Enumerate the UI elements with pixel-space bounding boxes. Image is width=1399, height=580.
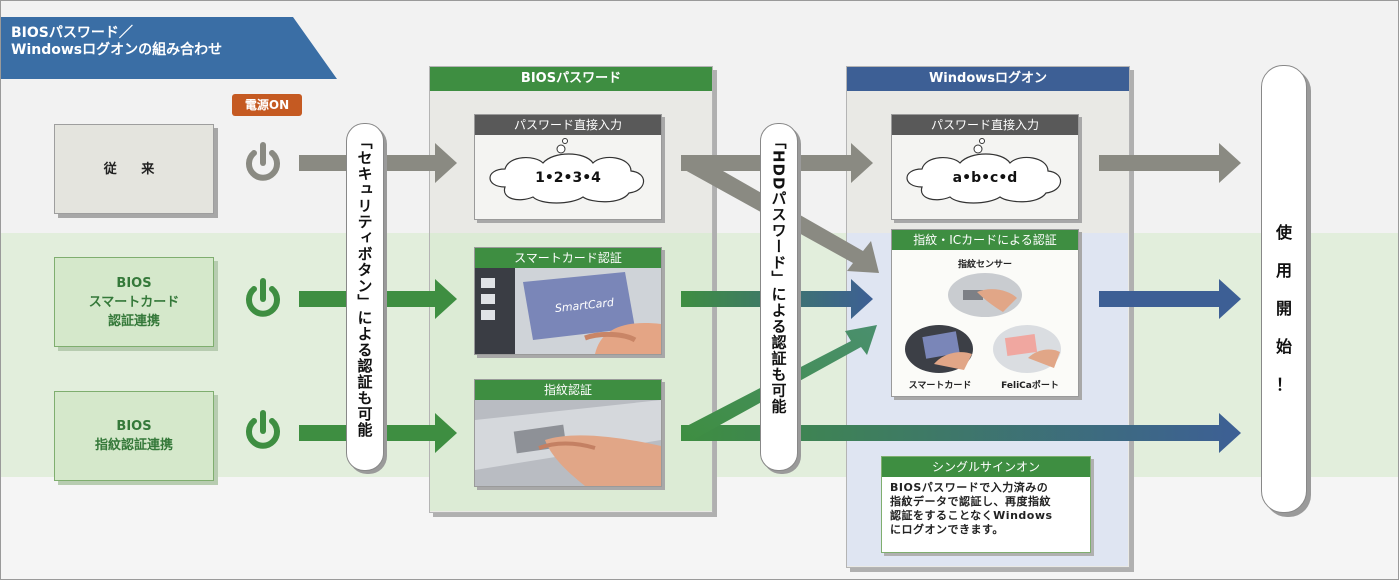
- diagram-title: BIOSパスワード／ Windowsログオンの組み合わせ: [11, 25, 222, 59]
- power-icon: [246, 278, 280, 317]
- start-usage-pill: 使 用 開 始 ！: [1261, 65, 1307, 513]
- security-button-note: 「セキュリティボタン」による認証も可能: [346, 123, 384, 471]
- start-usage-char: 使: [1275, 223, 1292, 242]
- fingerprint-sensor-photo: [948, 273, 1022, 317]
- bios-fingerprint-label: 指紋認証: [475, 380, 661, 400]
- windows-direct-password-label: パスワード直接入力: [892, 115, 1078, 135]
- windows-direct-password-card: パスワード直接入力 a•b•c•d: [891, 114, 1079, 220]
- title-line-1: BIOSパスワード／: [11, 25, 133, 41]
- felica-caption: FeliCaポート: [1001, 381, 1059, 391]
- row-bios-smartcard: BIOS スマートカード 認証連携: [54, 257, 214, 347]
- single-sign-on-line: にログオンできます。: [890, 523, 1004, 536]
- svg-text:SmartCard: SmartCard: [554, 296, 615, 315]
- single-sign-on-line: 認証をすることなくWindows: [890, 509, 1053, 522]
- hdd-password-note: 「HDDパスワード」による認証も可能: [760, 123, 798, 471]
- row-traditional-label: 従 来: [103, 161, 165, 177]
- bios-smartcard-label: スマートカード認証: [475, 248, 661, 268]
- smartcard-caption: スマートカード: [908, 381, 972, 391]
- title-line-2: Windowsログオンの組み合わせ: [11, 42, 223, 58]
- single-sign-on-box: シングルサインオン BIOSパスワードで入力済みの 指紋データで認証し、再度指紋…: [881, 456, 1091, 553]
- bios-smartcard-card: スマートカード認証 SmartCard: [474, 247, 662, 355]
- row-smartcard-line-2: スマートカード: [88, 294, 180, 310]
- single-sign-on-header: シングルサインオン: [882, 457, 1090, 477]
- hdd-password-note-text: 「HDDパスワード」による認証も可能: [769, 134, 788, 415]
- start-usage-char: 始: [1275, 337, 1292, 356]
- bios-direct-password-label: パスワード直接入力: [475, 115, 661, 135]
- power-icon: [246, 142, 280, 181]
- bios-fingerprint-card: 指紋認証: [474, 379, 662, 487]
- windows-password-example: a•b•c•d: [952, 170, 1018, 186]
- windows-panel-header: Windowsログオン: [847, 67, 1129, 91]
- arrow-windows-auth-to-start: [1099, 279, 1241, 319]
- single-sign-on-line: BIOSパスワードで入力済みの: [890, 481, 1049, 494]
- row-smartcard-line-3: 認証連携: [107, 313, 160, 329]
- start-usage-char: 開: [1275, 299, 1292, 318]
- smartcard-photo: SmartCard: [475, 268, 661, 354]
- windows-biometric-auth-card: 指紋・ICカードによる認証 指紋センサー スマートカード FeliCaポート: [891, 229, 1079, 397]
- security-button-note-text: 「セキュリティボタン」による認証も可能: [355, 134, 374, 438]
- arrow-windows-password-to-start: [1099, 143, 1241, 183]
- row-smartcard-line-1: BIOS: [116, 275, 152, 291]
- bios-direct-password-card: パスワード直接入力 1•2•3•4: [474, 114, 662, 220]
- thought-cloud-icon: [489, 138, 645, 204]
- fingerprint-sensor-photo: [475, 400, 661, 486]
- power-on-badge: 電源ON: [232, 94, 302, 116]
- thought-cloud-icon: [906, 138, 1062, 204]
- bios-panel-header: BIOSパスワード: [430, 67, 712, 91]
- arrow-bios-fingerprint-to-start: [681, 413, 1241, 453]
- bios-password-example: 1•2•3•4: [535, 170, 601, 186]
- row-traditional: 従 来: [54, 124, 214, 214]
- row-fingerprint-line-1: BIOS: [116, 419, 152, 434]
- felica-port-photo: [993, 325, 1061, 373]
- row-fingerprint-line-2: 指紋認証連携: [94, 438, 173, 453]
- start-usage-char: 用: [1275, 261, 1292, 280]
- smartcard-reader-photo: [905, 325, 973, 373]
- fingerprint-sensor-label: 指紋センサー: [957, 260, 1012, 270]
- row-bios-fingerprint: BIOS 指紋認証連携: [54, 391, 214, 481]
- start-usage-char: ！: [1275, 375, 1292, 394]
- single-sign-on-line: 指紋データで認証し、再度指紋: [890, 495, 1051, 508]
- title-tab: [1, 17, 337, 79]
- windows-biometric-auth-label: 指紋・ICカードによる認証: [892, 230, 1078, 250]
- power-icon: [246, 410, 280, 449]
